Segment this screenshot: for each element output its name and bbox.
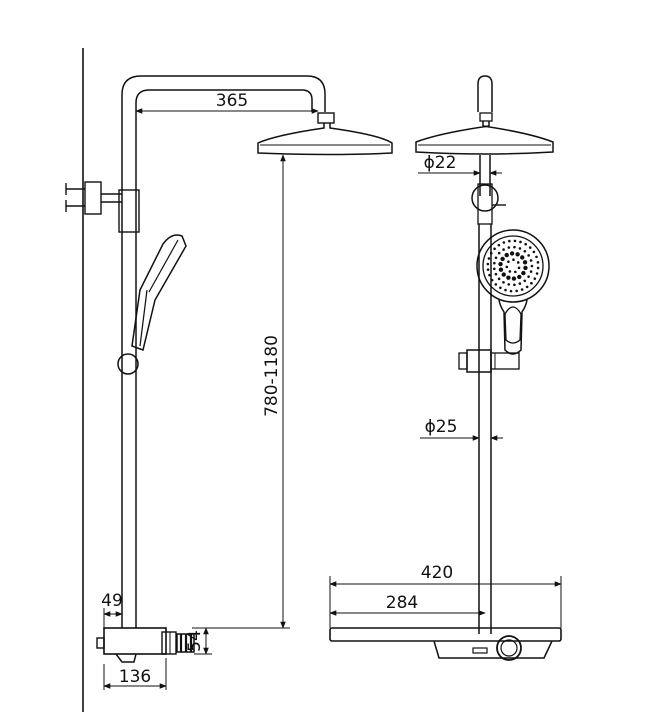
nozzle-dot: [520, 255, 525, 260]
nozzle-dot: [498, 261, 503, 267]
nozzle-dot: [506, 275, 511, 280]
nozzle-dot: [486, 262, 490, 266]
dim-label-54: 54: [185, 630, 205, 652]
holder-collar: [118, 189, 140, 233]
nozzle-dot: [489, 252, 493, 255]
dim-label-136: 136: [119, 667, 151, 687]
nozzle-dot: [507, 246, 511, 249]
nozzle-dot: [505, 265, 509, 269]
nozzle-dot: [494, 272, 498, 276]
nozzle-dot: [507, 283, 511, 286]
valve-side: [96, 627, 195, 663]
nozzle-dot: [513, 239, 517, 243]
nozzle-dot: [502, 241, 506, 244]
nozzle-dot: [515, 252, 520, 257]
dim-label-height: 780-1180: [262, 335, 282, 417]
nozzle-dot: [488, 273, 491, 277]
nozzle-dot: [535, 255, 538, 259]
hand-shower-front: [476, 229, 550, 355]
nozzle-dot: [493, 261, 496, 265]
nozzle-dot: [511, 276, 517, 281]
nozzle-dot: [523, 279, 527, 283]
nozzle-dot: [499, 286, 502, 290]
nozzle-dot: [535, 272, 539, 275]
nozzle-dot: [528, 246, 532, 249]
nozzle-dot: [512, 258, 515, 262]
nozzle-dot: [523, 265, 528, 271]
nozzle-dot: [497, 251, 501, 255]
nozzle-dot: [500, 256, 505, 262]
nozzle-dot: [517, 266, 521, 270]
dim-label-284: 284: [386, 593, 418, 613]
nozzle-dot: [527, 254, 530, 257]
nozzle-dot: [504, 252, 509, 258]
hand-shower-side: [131, 234, 187, 351]
nozzle-dot: [521, 270, 526, 276]
nozzle-dot: [530, 281, 533, 285]
nozzle-dot: [508, 270, 512, 273]
nozzle-dot: [520, 288, 524, 291]
shower-head-side: [257, 123, 393, 156]
nozzle-dot: [525, 285, 529, 289]
front-bracket: [471, 184, 499, 212]
head-connector: [317, 112, 335, 124]
shower-head-front: [415, 121, 554, 155]
nozzle-dot: [530, 264, 534, 268]
nozzle-dot: [507, 260, 510, 264]
nozzle-dot: [533, 277, 537, 280]
nozzle-dot: [513, 245, 516, 249]
nozzle-dot: [493, 247, 496, 251]
nozzle-dot: [518, 247, 522, 250]
nozzle-dot: [509, 289, 513, 293]
nozzle-dot: [516, 261, 520, 264]
nozzle-dot: [490, 278, 494, 282]
nozzle-dot: [529, 259, 533, 262]
nozzle-dot: [529, 270, 533, 273]
dim-label-phi25: ϕ25: [425, 417, 458, 437]
dim-label-49: 49: [101, 591, 123, 611]
nozzle-dot: [509, 251, 515, 256]
nozzle-dot: [508, 239, 511, 243]
front-gooseneck: [477, 75, 493, 112]
dim-label-phi22: ϕ22: [424, 153, 457, 173]
valve-front: [329, 627, 562, 661]
temperature-knob: [496, 635, 522, 661]
nozzle-dot: [532, 250, 536, 254]
nozzle-dot: [523, 249, 527, 253]
nozzle-dot: [494, 256, 498, 260]
nozzle-dot: [493, 267, 496, 271]
nozzle-dot: [486, 268, 490, 271]
nozzle-dot: [498, 267, 504, 272]
wall-bracket: [65, 181, 122, 215]
nozzle-dot: [518, 282, 522, 285]
nozzle-dot: [519, 240, 522, 244]
slider-knob: [117, 353, 139, 375]
nozzle-dot: [527, 275, 530, 278]
nozzle-dot: [522, 260, 528, 265]
nozzle-dot: [502, 248, 505, 251]
nozzle-dot: [504, 288, 507, 292]
nozzle-dot: [502, 281, 505, 284]
nozzle-dot: [515, 289, 518, 293]
dim-label-365: 365: [216, 91, 248, 111]
nozzle-dot: [513, 283, 516, 287]
nozzle-dot: [501, 272, 506, 277]
nozzle-dot: [517, 274, 522, 280]
nozzle-dot: [487, 257, 491, 260]
side-view: 365 780-1180 49 54 136: [65, 48, 393, 712]
nozzle-grid: [486, 239, 540, 293]
nozzle-dot: [497, 277, 501, 281]
nozzle-dot: [514, 270, 517, 274]
nozzle-dot: [524, 242, 527, 246]
nozzle-dot: [536, 266, 540, 270]
nozzle-dot: [497, 243, 501, 247]
nozzle-dot: [536, 261, 540, 264]
nozzle-dot: [494, 283, 498, 286]
front-view: ϕ22 ϕ25 420 284: [329, 75, 562, 661]
dim-label-420: 420: [421, 563, 453, 583]
front-slider: [458, 349, 520, 373]
riser-pipe: [121, 75, 326, 628]
